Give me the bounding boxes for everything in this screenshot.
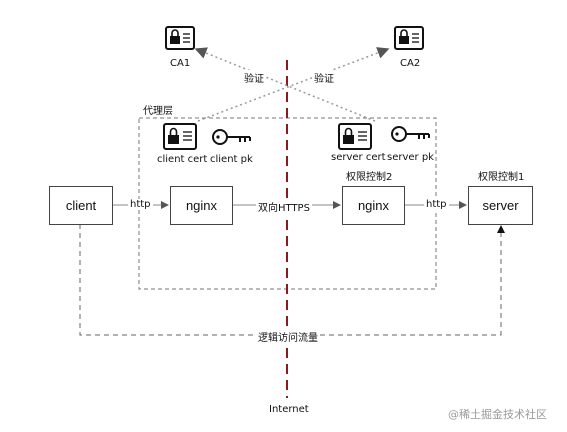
- ca1-certificate-icon: [165, 26, 195, 50]
- proxy-layer-label: 代理层: [143, 106, 173, 117]
- http-label-right: http: [424, 199, 449, 210]
- client-cert-icon: [163, 123, 197, 150]
- auth-control-2-label: 权限控制2: [346, 172, 393, 183]
- watermark-text: @稀土掘金技术社区: [448, 408, 547, 421]
- client-node-label: client: [65, 198, 97, 213]
- server-node: server: [468, 186, 533, 225]
- logical-access-label: 逻辑访问流量: [256, 329, 320, 344]
- server-node-label: server: [482, 198, 519, 213]
- internet-label: Internet: [269, 404, 309, 415]
- nginx-right-node-label: nginx: [357, 198, 390, 213]
- auth-control-1-label: 权限控制1: [478, 172, 525, 183]
- nginx-left-node: nginx: [170, 186, 233, 225]
- verify-line-client-to-ca2: [197, 47, 390, 122]
- server-cert-icon: [338, 123, 372, 150]
- nginx-left-node-label: nginx: [185, 198, 218, 213]
- ca2-certificate-icon: [394, 26, 424, 50]
- ca1-label: CA1: [170, 58, 191, 69]
- client-cert-label: client cert: [157, 154, 208, 165]
- server-cert-label: server cert: [331, 152, 386, 163]
- server-pk-key-icon: [391, 126, 430, 142]
- http-label-left: http: [128, 199, 153, 210]
- server-pk-label: server pk: [387, 152, 434, 163]
- verify-label-right: 验证: [312, 70, 336, 85]
- client-pk-label: client pk: [210, 154, 253, 165]
- mutual-https-label: 双向HTTPS: [256, 199, 312, 214]
- verify-line-server-to-ca1: [194, 47, 376, 122]
- nginx-right-node: nginx: [342, 186, 405, 225]
- ca2-label: CA2: [400, 58, 421, 69]
- client-node: client: [49, 186, 113, 225]
- client-pk-key-icon: [212, 129, 251, 145]
- verify-label-left: 验证: [242, 70, 266, 85]
- logical-access-path: [79, 224, 505, 336]
